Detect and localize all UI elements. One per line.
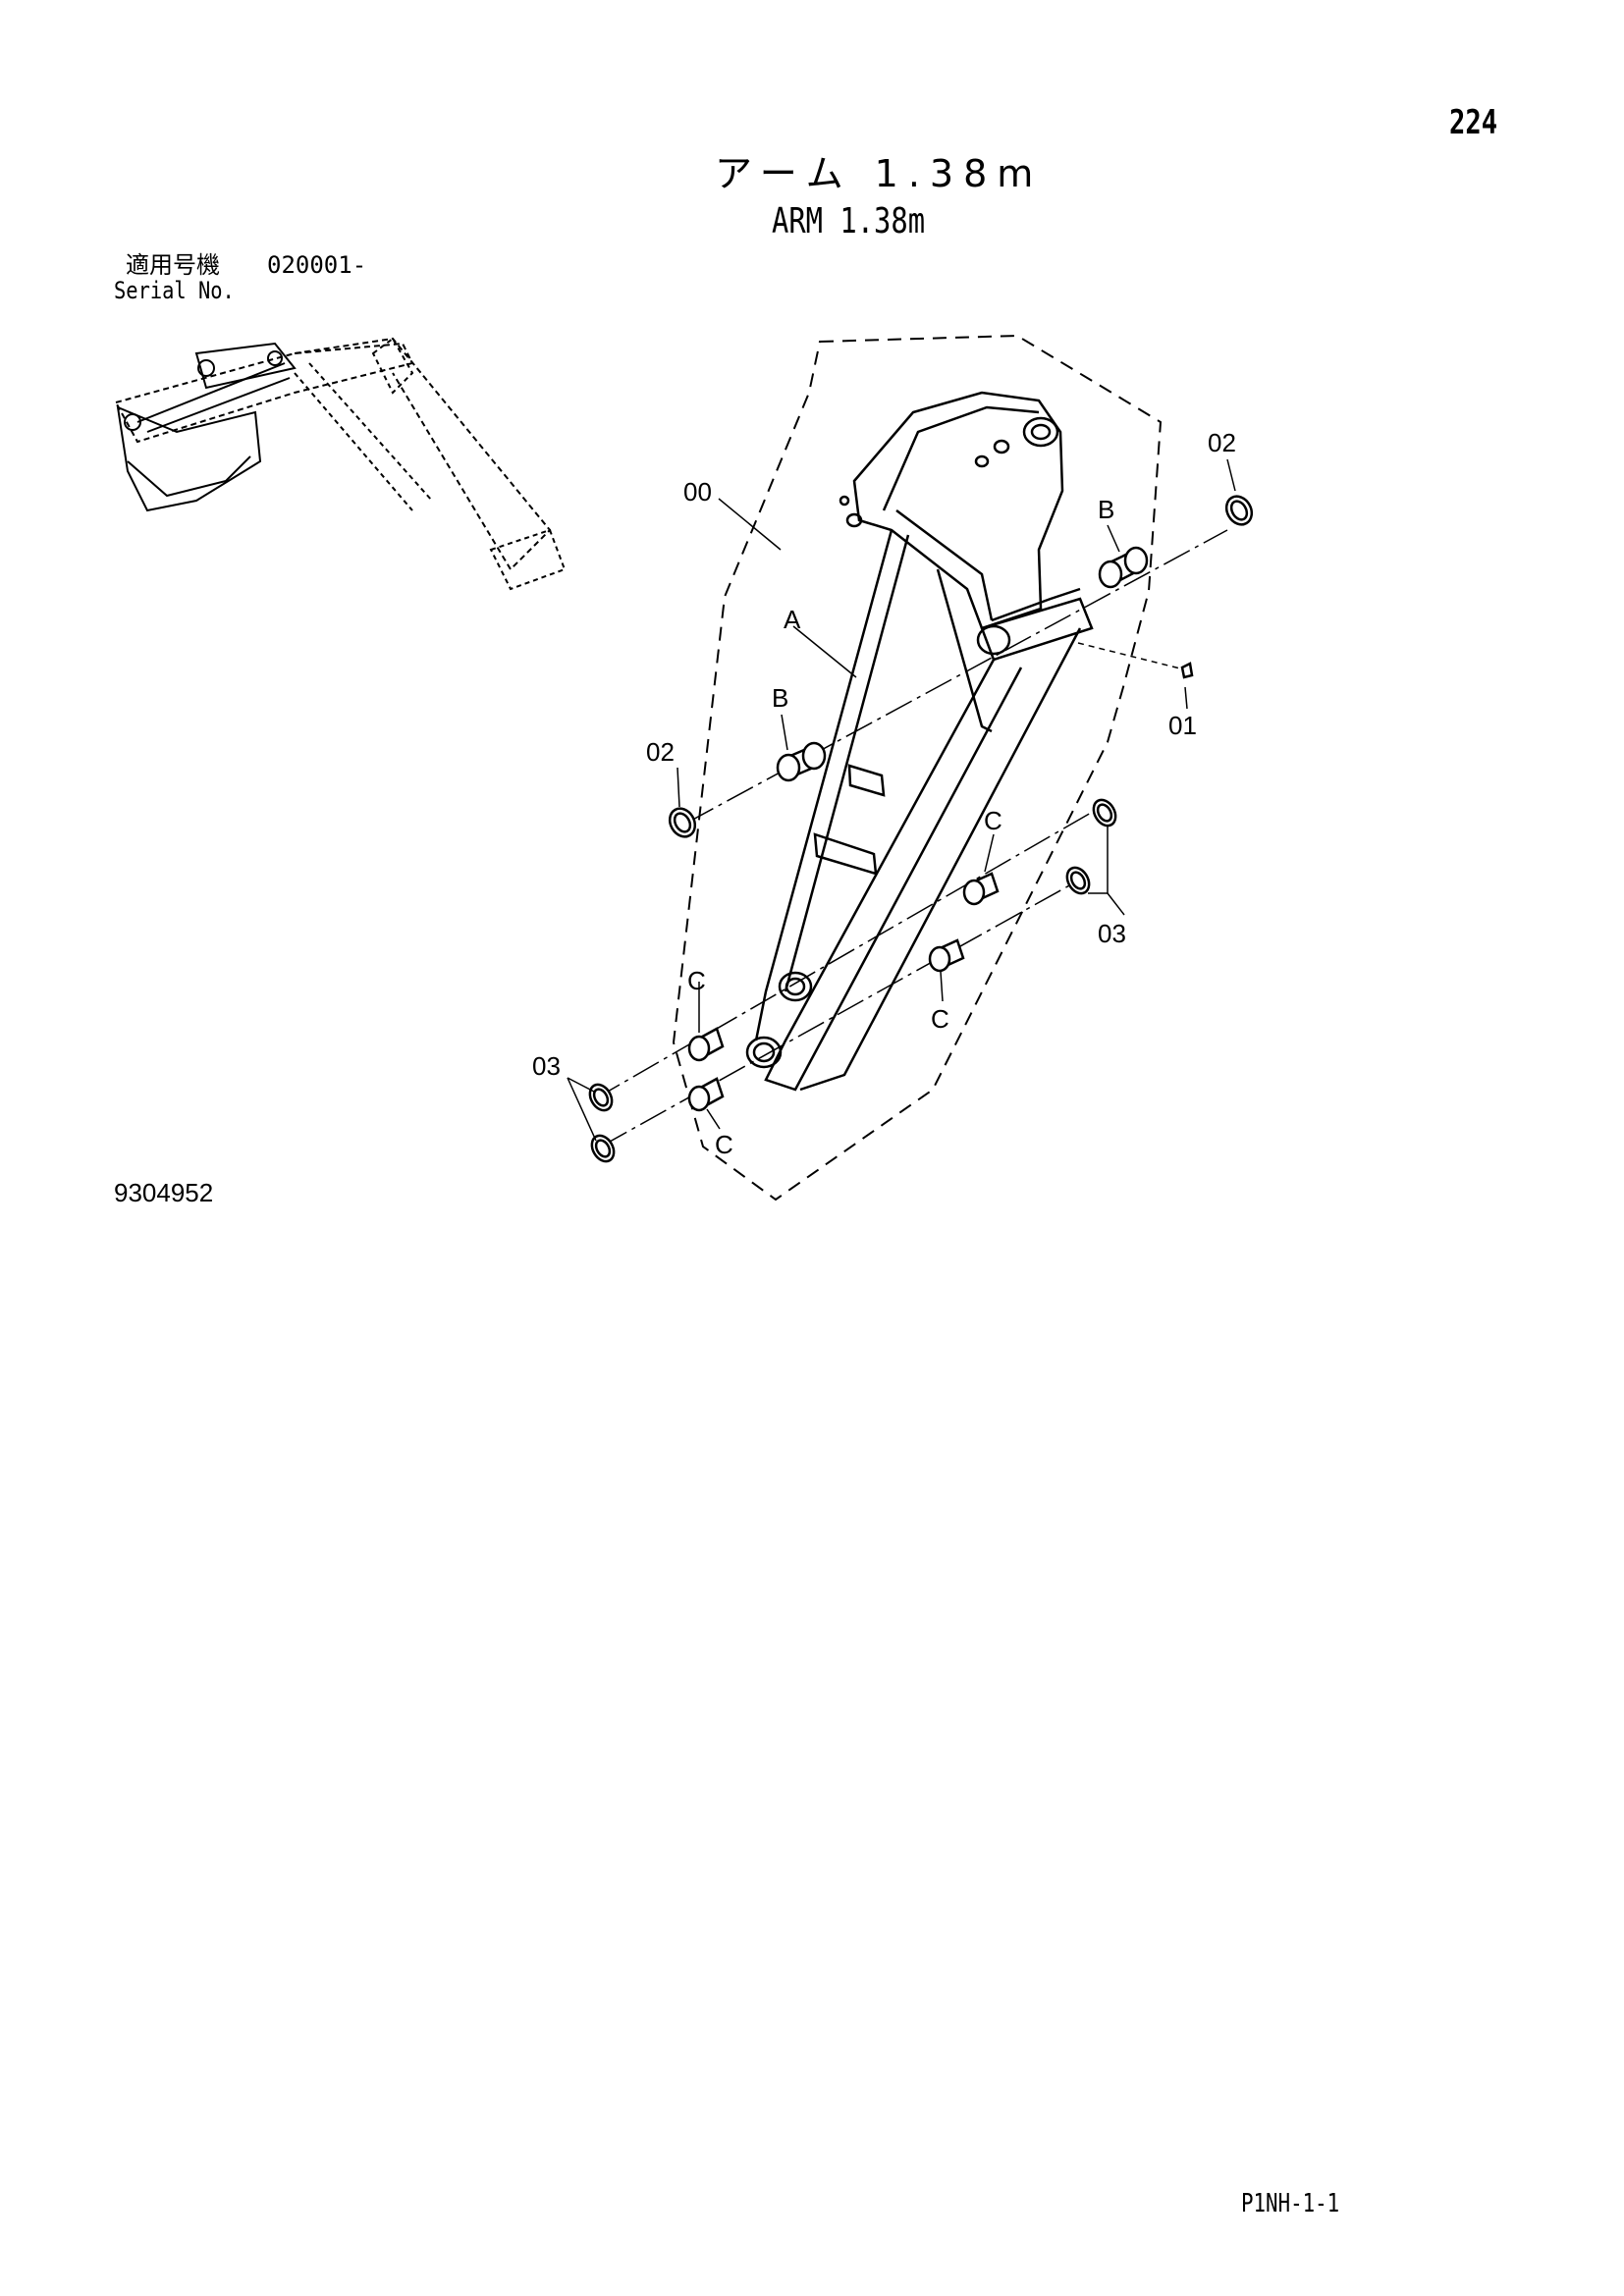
leader-lines [567, 458, 1236, 1142]
callout-03-right: 03 [1098, 919, 1126, 948]
serial-from-number: 020001- [267, 251, 367, 279]
title-japanese: アーム 1.38m [715, 152, 1044, 195]
callout-02-top: 02 [1208, 428, 1236, 457]
centerlines [593, 529, 1228, 1148]
title-english: ARM 1.38m [772, 201, 926, 241]
assembly-boundary [672, 334, 1163, 1201]
callout-03-left: 03 [532, 1051, 561, 1081]
callout-00: 00 [683, 477, 712, 507]
callout-a: A [784, 605, 801, 634]
callout-c-2: C [931, 1004, 949, 1034]
excavator-thumbnail [114, 337, 567, 591]
callout-02-left: 02 [646, 737, 675, 767]
serial-label-english: Serial No. [114, 277, 235, 304]
callout-b-left: B [772, 683, 788, 713]
serial-label-japanese: 適用号機 [126, 251, 220, 279]
page-number: 224 [1449, 103, 1498, 142]
drawing-number: 9304952 [114, 1178, 214, 1207]
callout-c-4: C [715, 1130, 733, 1159]
callout-labels: 00 A 02 B B 02 01 C 03 C C 03 C [532, 428, 1236, 1159]
grease-fitting-01 [1180, 662, 1194, 679]
callout-c-3: C [687, 966, 706, 995]
callout-c-1: C [984, 806, 1002, 835]
callout-b-top: B [1098, 495, 1114, 524]
arm-structure [745, 391, 1094, 1092]
callout-01: 01 [1168, 711, 1197, 740]
bushings-and-rings [588, 495, 1254, 1163]
page-code: P1NH-1-1 [1241, 2189, 1340, 2218]
